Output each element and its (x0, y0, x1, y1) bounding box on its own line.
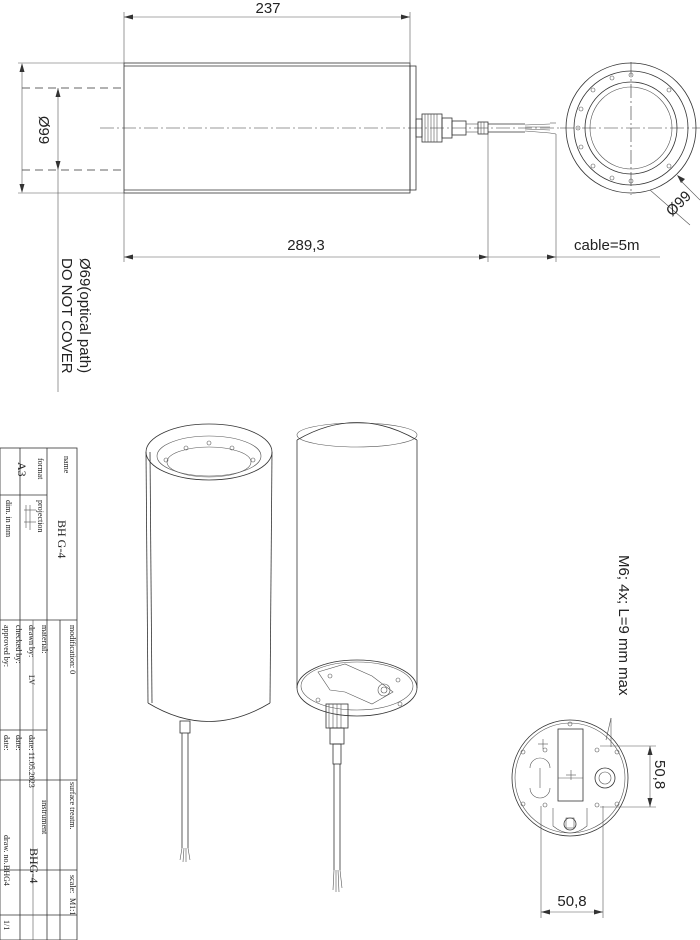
thread-hole (542, 747, 548, 753)
diameter-left-label: Ø99 (35, 116, 52, 144)
name-value: BH G-4 (55, 520, 69, 558)
hole-spacing-v-label: 50,8 (651, 760, 668, 789)
checked-by-label: checked by: (14, 625, 23, 663)
date-label-2: date: (14, 735, 23, 751)
drawn-by-value: LV (27, 675, 36, 685)
bottom-view: M6; 4x; L=9 mm max 50,8 50,8 (511, 555, 668, 918)
instrument-value: BHG-4 (27, 848, 41, 883)
connector (415, 113, 489, 143)
date-label-3: date: (2, 735, 11, 751)
format-value: A3 (15, 462, 29, 477)
screw-hole (578, 144, 584, 150)
approved-by-label: approved by: (2, 625, 11, 667)
thread-hole (594, 747, 600, 753)
format-label: format (36, 458, 45, 480)
screw-hole (609, 75, 615, 81)
screw-hole (666, 163, 672, 169)
screw-hole (590, 87, 596, 93)
optical-path-label: Ø69(optical path) (76, 258, 93, 373)
modification-label: modification: 0 (68, 625, 77, 674)
length-top-label: 237 (255, 0, 280, 17)
projection-label: projection (36, 500, 45, 532)
title-block: name BH G-4 format A3 projection dim. in… (0, 447, 78, 940)
date-value-1: 11.05.2023 (27, 752, 36, 788)
dim-label: dim. in mm (4, 500, 13, 538)
hole-spacing-h-label: 50,8 (557, 893, 586, 910)
draw-no-value: BHG4 (2, 865, 11, 886)
front-view: Ø99 (560, 62, 700, 226)
screw-hole (575, 125, 581, 131)
diameter-front-label: Ø99 (663, 188, 695, 220)
iso-view-open (145, 423, 273, 863)
projection-symbol-icon (24, 505, 36, 530)
draw-no-label: draw. no. (2, 835, 11, 864)
scale-value: M1:1 (68, 898, 77, 915)
name-label: name (62, 456, 71, 474)
sheet-value: 1/1 (2, 920, 11, 930)
surface-label: surface treatm. (68, 782, 77, 830)
scale-label: scale: (68, 875, 77, 893)
thread-hole (542, 802, 548, 808)
screw-hole (628, 178, 634, 184)
screw-hole (578, 106, 584, 112)
instrument-label: instrument (40, 800, 49, 835)
screw-hole (609, 175, 615, 181)
thread-note-label: M6; 4x; L=9 mm max (615, 555, 632, 696)
iso-view-bottom (296, 422, 418, 893)
screw-hole (590, 163, 596, 169)
do-not-cover-label: DO NOT COVER (58, 258, 75, 374)
screw-hole (666, 87, 672, 93)
cable (488, 122, 557, 135)
side-view: Ø99 Ø69(optical path) DO NOT COVER 237 (18, 0, 660, 392)
drawn-by-label: drawn by: (27, 625, 36, 657)
screw-hole (628, 72, 634, 78)
cable-length-label: cable=5m (574, 237, 639, 254)
date-label-1: date: (27, 735, 36, 751)
thread-hole (594, 802, 600, 808)
length-total-label: 289,3 (287, 237, 325, 254)
material-label: material: (40, 625, 49, 653)
